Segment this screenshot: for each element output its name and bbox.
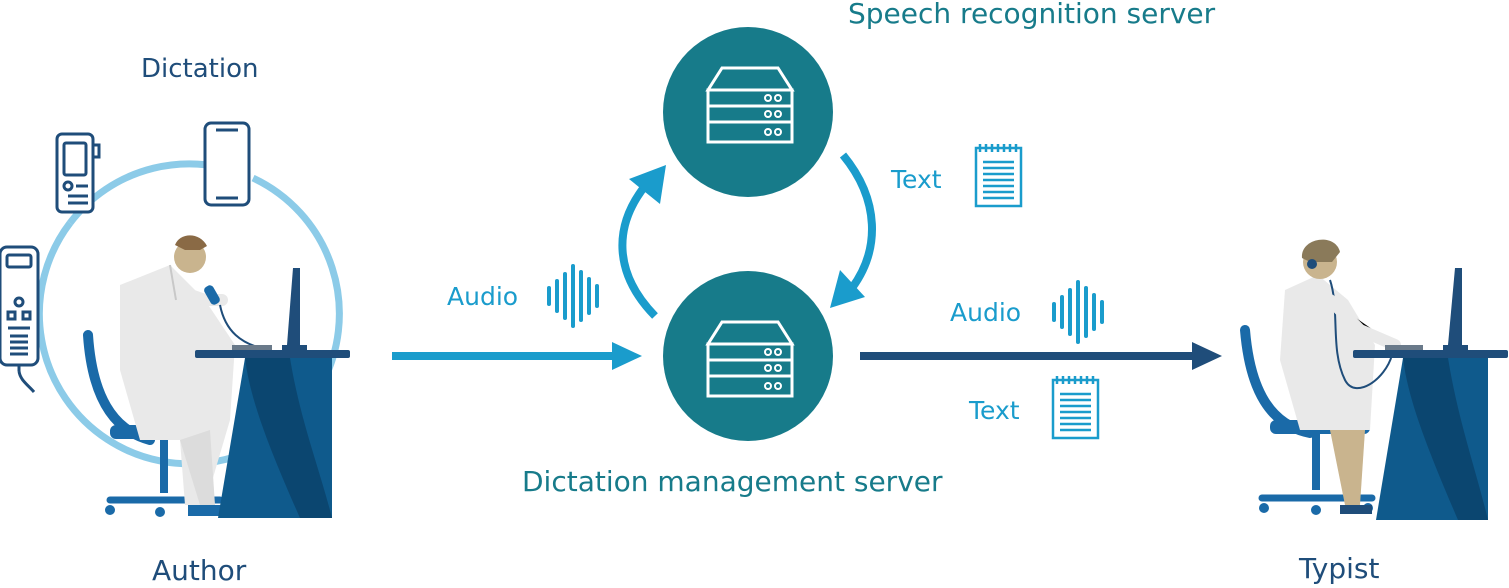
audio-in-label: Audio	[447, 282, 519, 311]
audio-waveform-icon	[1052, 280, 1104, 344]
text-from-speech-server-label: Text	[891, 165, 942, 194]
dictaphone-icon	[0, 245, 40, 393]
arrow-author-to-server	[392, 342, 642, 370]
author-illustration	[83, 235, 350, 518]
arrow-dm-to-speech-server	[618, 165, 666, 319]
speech-recognition-server	[663, 27, 833, 197]
typist-label: Typist	[1299, 552, 1380, 585]
arrow-server-to-typist	[860, 342, 1222, 370]
speech-recognition-server-label: Speech recognition server	[848, 0, 1216, 30]
dictation-ring	[35, 174, 343, 468]
typist-illustration	[1240, 239, 1508, 520]
audio-out-label: Audio	[950, 298, 1022, 327]
voice-recorder-icon	[55, 132, 101, 214]
arrow-speech-server-to-dm	[830, 152, 876, 308]
document-lines-icon	[1051, 376, 1100, 440]
smartphone-icon	[203, 121, 251, 207]
dictation-management-server	[663, 271, 833, 441]
author-label: Author	[152, 554, 247, 587]
server-rack-icon	[705, 320, 795, 398]
dictation-label: Dictation	[141, 54, 259, 84]
server-rack-icon	[705, 66, 795, 144]
text-to-typist-label: Text	[969, 396, 1020, 425]
audio-waveform-icon	[547, 264, 599, 328]
dictation-management-server-label: Dictation management server	[522, 465, 943, 498]
document-lines-icon	[974, 144, 1023, 208]
